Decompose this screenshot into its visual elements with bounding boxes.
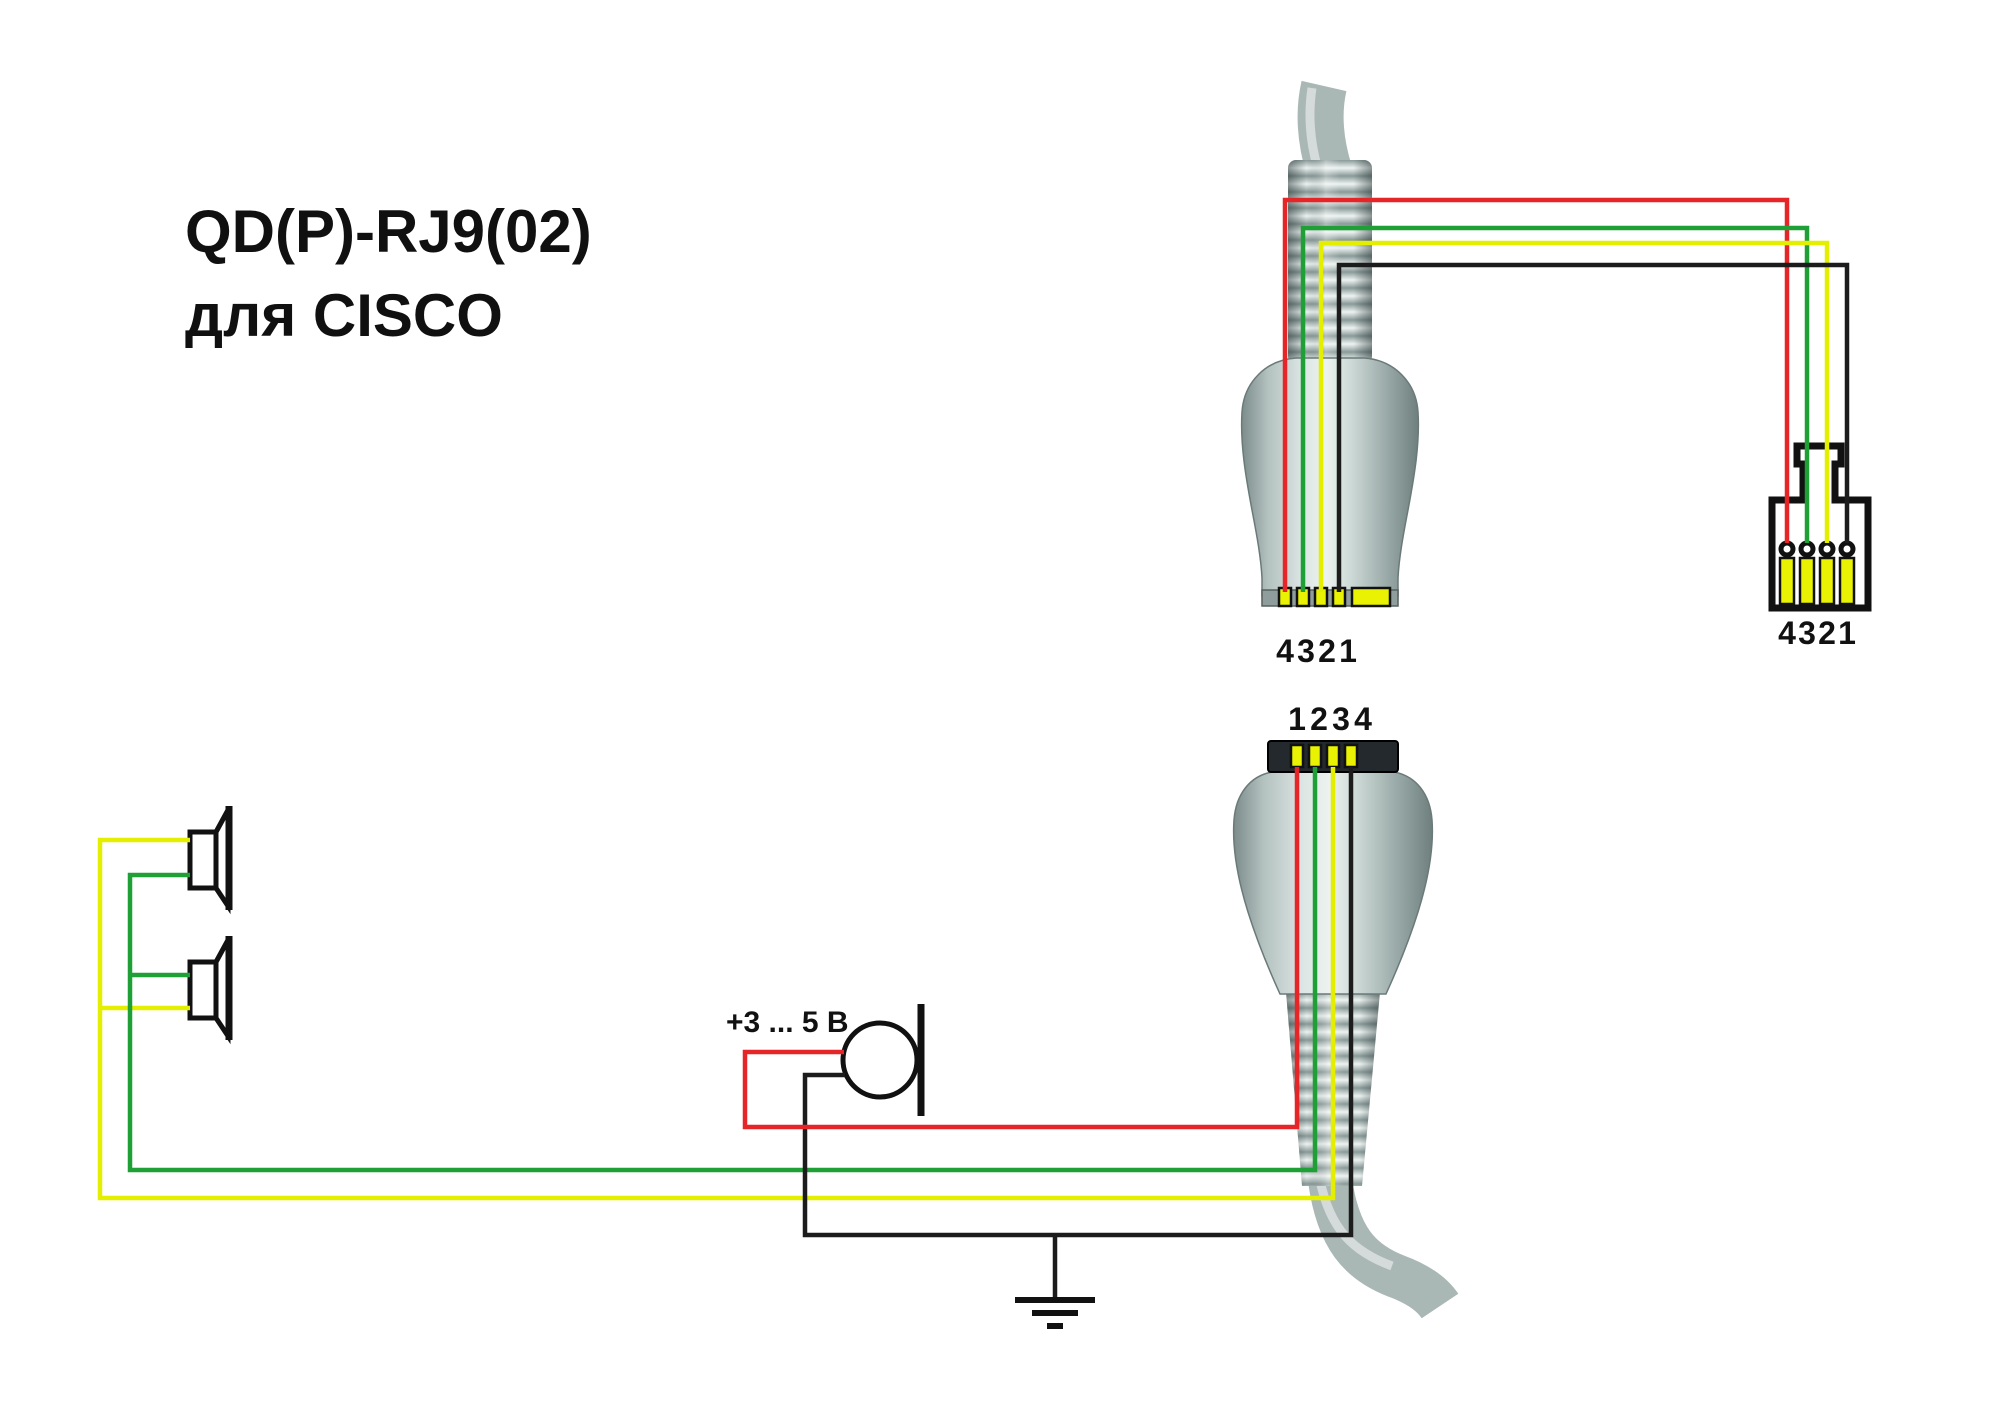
qd-bottom-cable [1308,1176,1459,1320]
rj9-pin3-blade [1798,556,1816,606]
qd-top-pin-label: 4 [1276,633,1294,669]
qd-connector-bottom [1232,740,1459,1320]
wire-red-top [1282,197,1790,592]
contact-pad [1289,743,1305,769]
title-line-1: QD(P)-RJ9(02) [185,198,592,265]
contact-pad [1343,743,1359,769]
rj9-pin-label: 2 [1818,615,1836,651]
qd-bottom-pin-label: 4 [1354,701,1372,737]
contact-pad [1325,743,1341,769]
rj9-pin-label: 3 [1798,615,1816,651]
rj9-pin4-contact [1778,540,1796,558]
contact-pad [1307,743,1323,769]
rj9-pin3-contact [1798,540,1816,558]
qd-bottom-pin-label: 3 [1332,701,1350,737]
qd-bottom-pin-label: 2 [1310,701,1328,737]
contact-pad-wide [1350,586,1392,608]
wire-yellow-bottom [97,767,1336,1201]
qd-top-pin-label: 2 [1318,633,1336,669]
rj9-pin4-blade [1778,556,1796,606]
rj9-pin1-blade [1838,556,1856,606]
title-block: QD(P)-RJ9(02) для CISCO [185,198,592,349]
pin-labels-rj9: 4 3 2 1 [1778,615,1856,651]
wire-black-bottom [802,767,1354,1238]
wire-red-bottom [742,767,1300,1130]
rj9-connector [1768,442,1872,612]
rj9-pin2-contact [1818,540,1836,558]
wires-qd-to-rj9 [1282,197,1850,592]
qd-top-cable-highlight [1305,87,1322,168]
rj9-pin2-blade [1818,556,1836,606]
qd-top-cable [1297,80,1352,177]
pin-labels-qd-top: 4 3 2 1 [1276,633,1357,669]
rj9-pin1-contact [1838,540,1856,558]
qd-top-pin-label: 3 [1297,633,1315,669]
ground-symbol [1015,1235,1095,1329]
microphone-capsule [840,1020,920,1100]
qd-top-pin-label: 1 [1339,633,1357,669]
wires-qd-to-headset [97,767,1354,1238]
qd-bottom-pin-label: 1 [1288,701,1306,737]
qd-top-body [1240,357,1420,597]
wire-green-bottom [127,767,1318,1173]
qd-connector-top [1240,80,1420,608]
speaker-1-magnet [187,829,219,891]
title-line-2: для CISCO [185,282,503,349]
speaker-1 [187,806,233,915]
pin-labels-qd-bottom: 1 2 3 4 [1288,701,1372,737]
wire-green-top [1300,225,1810,592]
speaker-2-magnet [187,959,219,1021]
wire-black-top [1336,262,1850,592]
microphone: +3 ... 5 В [726,1004,925,1116]
wire-yellow-top [1318,240,1830,592]
speaker-2 [187,936,233,1045]
qd-top-ribbed-boot-shade [1288,160,1372,364]
rj9-pin-label: 1 [1838,615,1856,651]
rj9-pin-label: 4 [1778,615,1796,651]
mic-voltage-label: +3 ... 5 В [726,1006,849,1039]
